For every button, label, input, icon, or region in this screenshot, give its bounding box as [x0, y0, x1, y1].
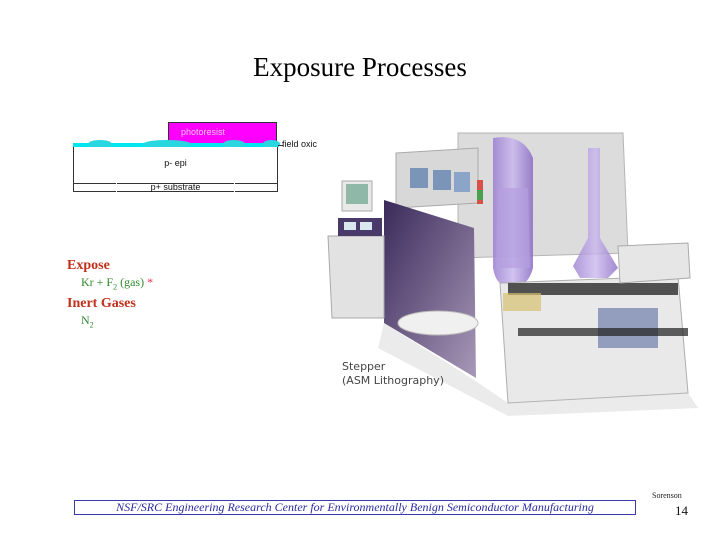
- field-oxide-leader-line: [278, 145, 283, 146]
- photoresist-label: photoresist: [181, 127, 226, 137]
- field-oxide-bump: [223, 140, 245, 148]
- formula-subscript: 2: [89, 320, 94, 330]
- p-epi-layer: p- epi: [73, 147, 278, 183]
- epi-label: p- epi: [164, 158, 187, 168]
- formula-text: N: [81, 313, 90, 328]
- field-oxide-bump: [143, 140, 191, 148]
- field-oxide-label: field oxic: [282, 139, 318, 149]
- field-oxide-bump: [88, 140, 112, 148]
- caption-line-1: Stepper: [342, 360, 386, 373]
- slide-title: Exposure Processes: [253, 52, 467, 82]
- author-label: Sorenson: [652, 491, 682, 500]
- substrate-break: [116, 183, 117, 192]
- asterisk-mark: *: [147, 275, 154, 289]
- inert-gas-item: N2: [67, 312, 153, 333]
- footer-banner: NSF/SRC Engineering Research Center for …: [74, 500, 636, 515]
- formula-subscript: 2: [113, 282, 118, 292]
- field-oxide-bump: [263, 140, 280, 148]
- formula-text: Kr + F: [81, 275, 114, 289]
- expose-heading: Expose: [67, 258, 110, 273]
- substrate-break: [234, 183, 235, 192]
- caption-line-2: (ASM Lithography): [342, 374, 444, 387]
- inert-gases-heading: Inert Gases: [67, 296, 136, 312]
- wafer-cross-section-diagram: photoresist p- epi p+ substrate field ox…: [60, 110, 330, 200]
- chemistry-list: Expose Kr + F2 (gas) * Inert Gases N2: [67, 257, 153, 334]
- substrate-label: p+ substrate: [150, 182, 201, 192]
- expose-gas-item: Kr + F2 (gas) *: [67, 274, 153, 295]
- page-number: 14: [675, 503, 688, 518]
- p-substrate-layer: p+ substrate: [73, 182, 278, 192]
- stepper-machine-image: [327, 132, 698, 416]
- formula-state: (gas): [117, 275, 148, 289]
- stepper-caption: Stepper (ASM Lithography): [342, 360, 444, 388]
